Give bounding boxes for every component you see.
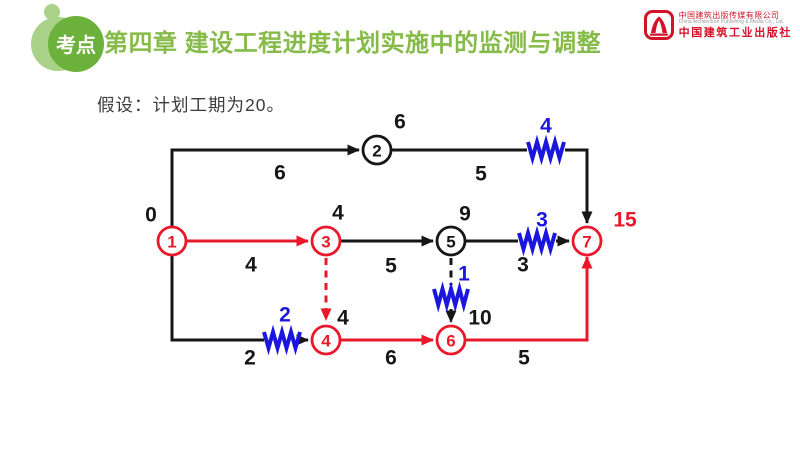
diagram-label: 1	[458, 263, 470, 286]
publisher-press-name: 中国建筑工业出版社	[678, 26, 792, 39]
badge-label: 考点	[56, 33, 96, 57]
edge-1-2	[170, 144, 360, 227]
diagram-label: 0	[145, 204, 157, 227]
float-wave-2-7-icon	[526, 134, 566, 166]
svg-text:5: 5	[446, 233, 455, 252]
publisher-logo: 中国建筑出版传媒有限公司 China Architecture Publishi…	[643, 10, 792, 40]
node-1: 1	[156, 225, 188, 257]
svg-text:6: 6	[446, 332, 455, 351]
svg-text:3: 3	[321, 233, 330, 252]
publisher-logo-text: 中国建筑出版传媒有限公司 China Architecture Publishi…	[679, 11, 792, 40]
exam-point-badge: 考点	[12, 0, 108, 84]
diagram-label: 6	[385, 347, 397, 370]
edge-6-7	[466, 256, 593, 342]
svg-text:2: 2	[372, 142, 381, 161]
float-wave-1-4-icon	[262, 324, 302, 356]
edge-2-7b	[565, 148, 593, 224]
diagram-label: 3	[536, 209, 548, 232]
diagram-label: 5	[385, 255, 397, 278]
diagram-label: 10	[468, 307, 491, 330]
diagram-label: 6	[274, 162, 286, 185]
diagram-label: 4	[332, 202, 344, 225]
node-6: 6	[435, 324, 467, 356]
diagram-label: 2	[244, 347, 256, 370]
diagram-label: 3	[517, 254, 529, 277]
svg-text:1: 1	[167, 233, 176, 252]
svg-text:7: 7	[582, 233, 591, 252]
node-7: 7	[571, 225, 603, 257]
publisher-company-name-en: China Architecture Publishing & Media Co…	[678, 18, 784, 25]
svg-text:4: 4	[321, 332, 331, 351]
node-4: 4	[310, 324, 342, 356]
edge-1-4a	[170, 256, 264, 342]
diagram-label: 6	[394, 111, 406, 134]
float-wave-5-7-icon	[517, 225, 557, 257]
diagram-label: 4	[245, 254, 257, 277]
diagram-label: 9	[459, 203, 471, 226]
publisher-company-name: 中国建筑出版传媒有限公司	[678, 10, 780, 20]
diagram-label: 5	[475, 163, 487, 186]
node-3: 3	[310, 225, 342, 257]
node-2: 2	[361, 134, 393, 166]
node-5: 5	[435, 225, 467, 257]
diagram-label: 5	[518, 347, 530, 370]
diagram-label: 2	[279, 304, 291, 327]
float-wave-5-6-icon	[432, 281, 470, 313]
assumption-text: 假设：计划工期为20。	[97, 95, 285, 115]
diagram-label: 4	[337, 307, 349, 330]
diagram-label: 4	[540, 115, 552, 138]
badge-leaf-icon: 考点	[31, 4, 104, 72]
page-title: 第四章 建设工程进度计划实施中的监测与调整	[104, 30, 602, 57]
publisher-logo-icon	[643, 10, 674, 40]
diagram-label: 15	[613, 209, 637, 232]
